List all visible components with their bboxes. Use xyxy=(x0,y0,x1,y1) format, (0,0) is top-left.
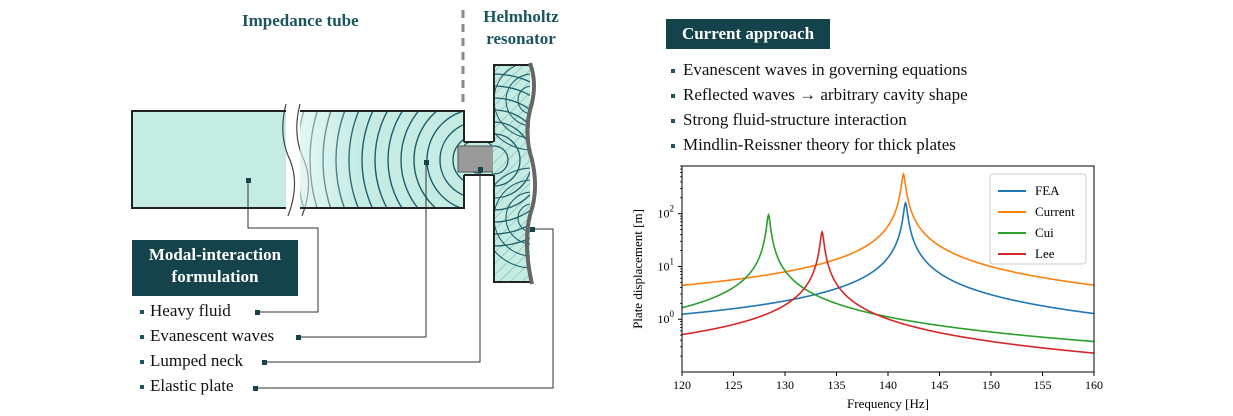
y-tick-label: 102 xyxy=(658,204,675,221)
list-item: Evanescent waves xyxy=(140,326,274,351)
wavefront-arc xyxy=(387,111,404,208)
x-tick-label: 125 xyxy=(725,378,743,392)
wavefront-arc xyxy=(517,203,530,233)
modal-items-list: Heavy fluid Evanescent waves Lumped neck… xyxy=(140,301,274,401)
series-line-current xyxy=(682,172,1094,287)
resonator-schematic xyxy=(131,10,554,391)
current-approach-box: Current approach xyxy=(666,19,830,49)
wavefront-arc xyxy=(452,138,464,182)
current-items-list: Evanescent waves in governing equations … xyxy=(671,60,968,160)
wavefront-arc xyxy=(517,85,530,115)
series-line-cui xyxy=(682,212,1094,343)
modal-interaction-box: Modal-interaction formulation xyxy=(132,240,298,296)
impedance-tube-label: Impedance tube xyxy=(242,11,359,30)
x-tick-label: 120 xyxy=(673,378,691,392)
wavefront-arc xyxy=(505,191,530,245)
wavefront-arc xyxy=(361,111,374,208)
list-item: Evanescent waves in governing equations xyxy=(671,60,968,85)
list-item: Lumped neck xyxy=(140,351,274,376)
list-item: Heavy fluid xyxy=(140,301,274,326)
list-item: Elastic plate xyxy=(140,376,274,401)
leader-lines xyxy=(247,162,554,389)
legend-label: Cui xyxy=(1035,225,1054,240)
series-line-lee xyxy=(682,229,1094,354)
wavefront-arc xyxy=(505,73,530,127)
elastic-plate xyxy=(524,62,537,285)
series-line-fea xyxy=(682,200,1094,316)
wavefront-arc xyxy=(413,111,438,208)
helmholtz-resonator-label: Helmholtz resonator xyxy=(483,7,559,48)
legend-label: Current xyxy=(1035,204,1075,219)
legend-label: FEA xyxy=(1035,183,1060,198)
list-item: Mindlin-Reissner theory for thick plates xyxy=(671,135,968,160)
x-tick-label: 160 xyxy=(1085,378,1103,392)
x-tick-label: 140 xyxy=(879,378,897,392)
x-tick-label: 145 xyxy=(931,378,949,392)
y-tick-label: 100 xyxy=(658,309,675,326)
wavefront-arc xyxy=(439,123,464,197)
x-tick-label: 150 xyxy=(982,378,1000,392)
y-tick-label: 101 xyxy=(658,256,675,273)
x-tick-label: 135 xyxy=(828,378,846,392)
displacement-chart: 120 125 130 135 140 145 150 155 160 100 101 102Freq… xyxy=(630,165,1103,411)
list-item: Reflected waves → arbitrary cavity shape xyxy=(671,85,968,110)
y-axis-label: Plate displacement [m] xyxy=(630,209,645,329)
tube-break-mark xyxy=(282,103,296,217)
wavefront-arc xyxy=(374,111,389,208)
x-axis-label: Frequency [Hz] xyxy=(847,396,929,411)
legend-label: Lee xyxy=(1035,246,1055,261)
wavefront-arc xyxy=(400,111,420,208)
list-item: Strong fluid-structure interaction xyxy=(671,110,968,135)
legend-box xyxy=(989,173,1087,265)
wavefront-arc xyxy=(493,145,509,175)
x-tick-label: 130 xyxy=(776,378,794,392)
x-tick-label: 155 xyxy=(1034,378,1052,392)
